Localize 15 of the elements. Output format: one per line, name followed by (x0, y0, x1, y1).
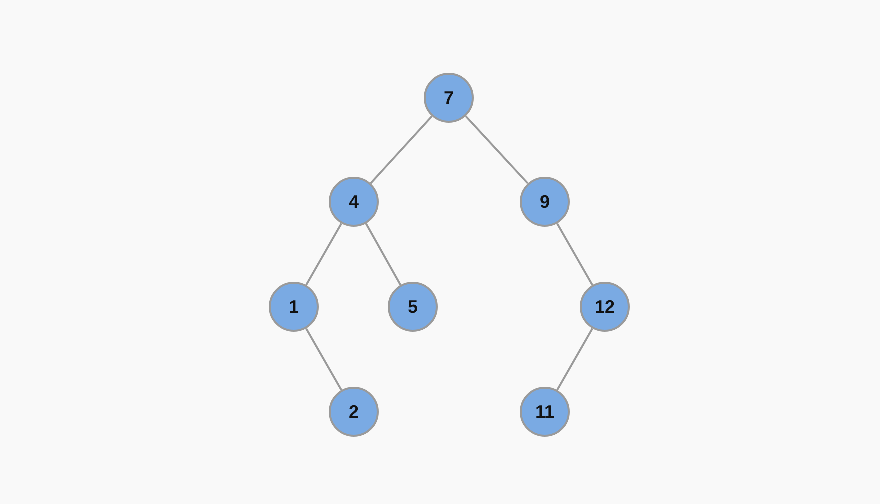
connector-line (556, 328, 594, 391)
tree-node: 2 (329, 387, 379, 437)
tree-node: 9 (520, 177, 570, 227)
tree-node: 4 (329, 177, 379, 227)
connector-line (556, 223, 594, 286)
connector-line (365, 223, 402, 286)
connector-line (465, 116, 529, 184)
tree-node: 1 (269, 282, 319, 332)
connector-line (306, 223, 342, 286)
tree-node: 5 (388, 282, 438, 332)
connector-line (370, 116, 433, 184)
tree-node: 7 (424, 73, 474, 123)
connector-line (306, 328, 342, 391)
tree-node: 12 (580, 282, 630, 332)
tree-node: 11 (520, 387, 570, 437)
